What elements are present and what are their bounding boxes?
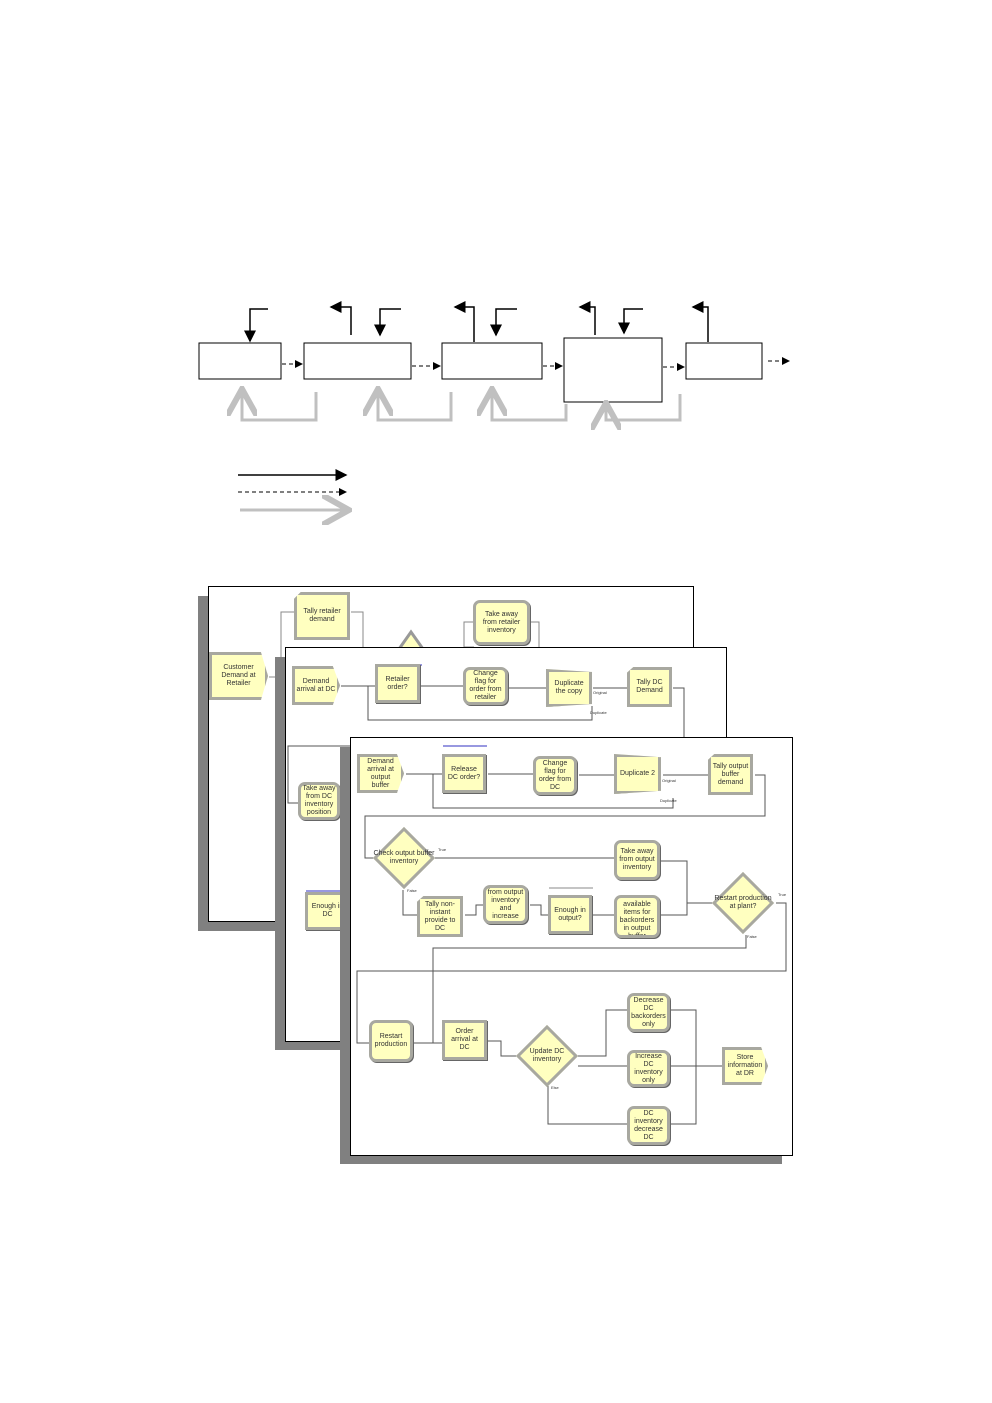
label-true: True <box>438 847 447 852</box>
node-take-away-output-inventory[interactable]: Take away from output inventory <box>614 840 660 880</box>
label-original: Original <box>593 690 607 695</box>
model-window-output-buffer[interactable] <box>350 737 793 1156</box>
node-order-arrival-at-dc[interactable]: Order arrival at DC <box>442 1020 487 1060</box>
supply-chain-flow-diagram <box>198 301 790 560</box>
label-duplicate: Duplicate <box>590 710 607 715</box>
decision-check-output-buffer-inventory[interactable]: Check output buffer inventory <box>372 826 436 890</box>
node-decrease-dc-backorders-only[interactable]: Decrease DC backorders only <box>627 993 670 1032</box>
return-flow-arrows <box>242 392 682 420</box>
decision-update-dc-inventory[interactable]: Update DC inventory <box>515 1024 579 1088</box>
node-take-away-dc-inventory-position[interactable]: Take away from DC inventory position <box>298 782 340 820</box>
node-restart-production[interactable]: Restart production <box>369 1020 413 1062</box>
node-customer-demand-at-retailer[interactable]: Customer Demand at Retailer <box>209 652 268 700</box>
node-release-dc-order[interactable]: Release DC order? <box>442 754 486 793</box>
stage-box-3 <box>441 342 543 380</box>
node-tally-retailer-demand[interactable]: Tally retailer demand <box>294 592 350 640</box>
legend <box>238 469 346 510</box>
label-true: True <box>778 892 787 897</box>
node-take-away-retailer-inventory[interactable]: Take away from retailer inventory <box>473 600 530 645</box>
stage-box-5 <box>685 342 763 380</box>
node-tally-output-buffer-demand[interactable]: Tally output buffer demand <box>708 754 753 795</box>
node-enough-in-output[interactable]: Enough in output? <box>548 895 592 934</box>
node-duplicate-the-copy[interactable]: Duplicate the copy <box>546 669 592 707</box>
node-demand-arrival-at-dc[interactable]: Demand arrival at DC <box>292 666 340 705</box>
node-store-information-at-dr[interactable]: Store information at DR <box>722 1047 768 1085</box>
label-false: False <box>747 934 757 939</box>
stage-box-1 <box>198 342 282 380</box>
node-retailer-order[interactable]: Retailer order? <box>375 664 420 703</box>
decision-restart-production-at-plant[interactable]: Restart production at plant? <box>711 871 775 935</box>
node-demand-arrival-output-buffer[interactable]: Demand arrival at output buffer <box>357 754 404 793</box>
stage-box-4 <box>563 337 663 403</box>
information-flow-arrows <box>244 301 709 343</box>
node-take-away-increase-backorders[interactable]: Take away from output inventory and incr… <box>483 885 528 924</box>
label-duplicate: Duplicate <box>660 798 677 803</box>
node-duplicate-2[interactable]: Duplicate 2 <box>614 754 661 794</box>
node-increase-dc-inventory-only[interactable]: Increase DC inventory only <box>627 1050 670 1087</box>
label-false: False <box>407 888 417 893</box>
stage-box-2 <box>303 342 412 380</box>
label-else: Else <box>551 1085 559 1090</box>
node-change-flag-retailer[interactable]: Change flag for order from retailer <box>463 667 508 705</box>
node-tally-dc-demand[interactable]: Tally DC Demand <box>627 667 672 707</box>
node-tally-non-instant-provide[interactable]: Tally non-instant provide to DC <box>417 896 463 937</box>
label-original: Original <box>662 778 676 783</box>
node-decrease-available-items[interactable]: Decrease available items for backorders … <box>614 895 660 938</box>
material-flow-arrows <box>282 357 790 371</box>
node-increase-inventory-decrease-backorders[interactable]: Increase DC inventory decrease DC backor… <box>627 1106 670 1145</box>
node-change-flag-dc[interactable]: Change flag for order from DC <box>533 756 577 795</box>
